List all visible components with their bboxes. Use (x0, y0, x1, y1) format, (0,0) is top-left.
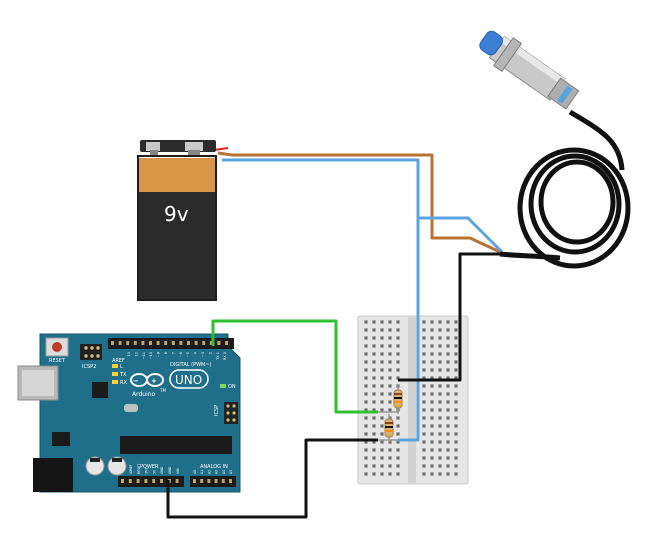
power-jack (33, 458, 73, 492)
uno-logo-text: UNO (175, 373, 202, 387)
icsp2-label: ICSP2 (82, 364, 96, 370)
digital-pin-label: ~6 (179, 352, 183, 357)
wires (166, 147, 504, 519)
sensor-cap (479, 30, 503, 56)
digital-pin-label: 4 (194, 351, 198, 354)
reset-label: RESET (49, 358, 66, 364)
resistor-2 (384, 414, 394, 442)
digital-pin-label: 7 (171, 352, 175, 354)
digital-pin-label: ~9 (157, 352, 161, 357)
l-led (112, 364, 118, 368)
aref-label: AREF (112, 358, 125, 364)
arduino-logo: − + UNO Arduino TM (130, 369, 209, 398)
resistors (378, 384, 403, 442)
capacitors (85, 456, 127, 476)
sensor-cable (499, 109, 631, 269)
power-pin-label: 5V (152, 469, 156, 474)
atmega-chip (120, 436, 232, 454)
analog-label: ANALOG IN (200, 464, 228, 470)
svg-text:−: − (133, 377, 139, 385)
digital-pin-label: ~11 (142, 352, 146, 359)
power-pin-label: 3V3 (145, 468, 149, 474)
red-wire (213, 147, 229, 151)
crystal (124, 404, 138, 412)
usb-chip (92, 382, 108, 398)
trademark: TM (159, 388, 166, 393)
green-wire (211, 319, 378, 414)
power-pin-label: GND (168, 466, 172, 474)
digital-pin-label: ~3 (201, 352, 205, 357)
digital-pin-label: 2 (208, 352, 212, 354)
digital-label: DIGITAL (PWM~) (170, 362, 212, 368)
battery-top (138, 158, 216, 194)
svg-text:+: + (151, 377, 157, 385)
analog-header (190, 476, 236, 487)
blue-wire-branch (418, 216, 504, 254)
digital-pin-label: ~5 (186, 352, 190, 357)
analog-pin-label: A4 (222, 470, 226, 474)
rx-label: RX (120, 380, 127, 386)
rx-led (112, 380, 118, 384)
sensor-nut (493, 37, 523, 73)
black-signal-wire (398, 252, 500, 382)
on-label: ON (228, 384, 236, 390)
digital-pin-label: ~10 (149, 352, 153, 359)
power-pin-label: VIN (176, 468, 180, 474)
digital-pin-label: RX 0 (223, 352, 227, 360)
battery-body (138, 192, 216, 300)
digital-pin-label: 12 (134, 352, 138, 356)
icsp-label: ICSP (214, 405, 220, 416)
brown-wire (217, 151, 501, 254)
l-label: L (120, 364, 123, 370)
on-led (220, 384, 226, 388)
arduino-brand: Arduino (132, 391, 156, 398)
power-pin-label: GND (160, 466, 164, 474)
icsp2-header (80, 344, 102, 360)
power-header (118, 476, 184, 487)
power-pin-label: RESET (137, 464, 141, 474)
power-label: POWER (140, 464, 159, 470)
breadboard (357, 315, 469, 485)
analog-pin-label: A2 (207, 470, 211, 474)
voltage-regulator (52, 432, 70, 446)
icsp-header (224, 402, 238, 424)
tx-led (112, 372, 118, 376)
blue-wire (222, 158, 420, 442)
nine-volt-battery: 9v (137, 140, 217, 301)
battery-label: 9v (164, 202, 189, 226)
digital-pin-label: 8 (164, 352, 168, 354)
analog-pin-label: A3 (215, 470, 219, 474)
inductive-proximity-sensor (479, 30, 631, 269)
analog-pin-label: A5 (229, 470, 233, 474)
digital-pin-label: TX 1 (216, 352, 220, 361)
tx-label: TX (119, 372, 127, 378)
analog-pin-label: A1 (200, 470, 204, 474)
digital-header (108, 338, 234, 349)
ground-wire (166, 438, 378, 519)
digital-pin-label: 13 (127, 352, 131, 356)
resistor-1 (393, 384, 403, 414)
analog-pin-label: A0 (193, 470, 197, 474)
power-pin-label: IOREF (129, 464, 133, 474)
